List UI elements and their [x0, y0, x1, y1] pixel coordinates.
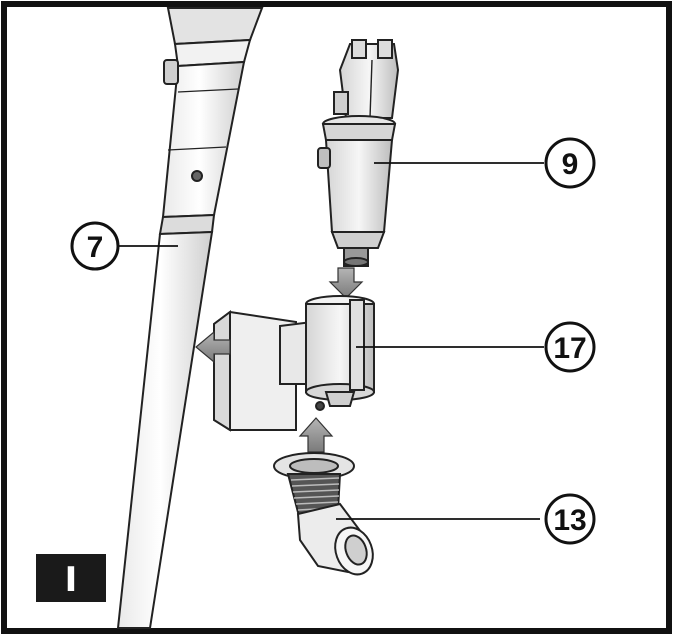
- callout-9: 9: [544, 137, 596, 189]
- motor-9: [317, 39, 400, 267]
- callout-17-label: 17: [553, 332, 586, 365]
- step-badge: I: [36, 554, 106, 602]
- arrow-down-motor: [328, 267, 364, 299]
- callout-7-label: 7: [87, 231, 104, 264]
- step-label: I: [65, 560, 78, 600]
- callout-13: 13: [544, 493, 596, 545]
- hose-elbow-13: [273, 452, 374, 576]
- bracket-17: [213, 295, 375, 432]
- callout-7: 7: [70, 221, 120, 271]
- callout-9-label: 9: [562, 148, 579, 181]
- tube-7: [116, 7, 264, 629]
- arrow-up-hose: [298, 417, 334, 453]
- callout-leaders: [118, 162, 544, 520]
- callout-13-label: 13: [553, 504, 586, 537]
- callout-17: 17: [544, 321, 596, 373]
- arrow-left-bracket: [195, 330, 231, 364]
